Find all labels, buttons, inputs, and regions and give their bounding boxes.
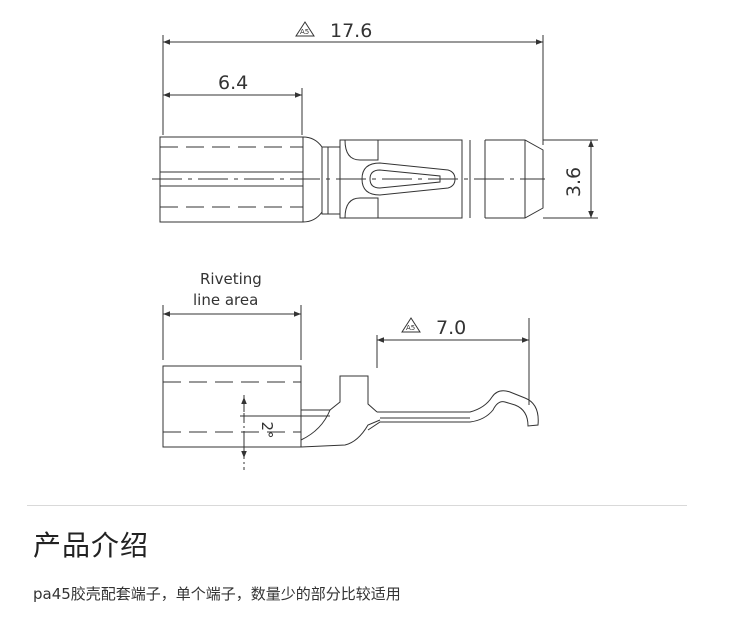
contact-arm [367, 390, 539, 431]
diameter-label: 3.6 [563, 167, 585, 197]
riveting-length-label: 6.4 [218, 72, 248, 94]
product-description: pa45胶壳配套端子，单个端子，数量少的部分比较适用 [33, 585, 401, 603]
top-view [152, 21, 598, 223]
riveting-label-line2: line area [193, 291, 258, 309]
revision-triangle-icon [401, 317, 421, 333]
section-divider [27, 505, 687, 506]
revision-mark-side: A5 [406, 324, 415, 332]
revision-mark-top: A5 [300, 28, 309, 36]
revision-triangle-icon [295, 21, 315, 37]
contact-tip [485, 139, 544, 219]
riveting-label-line1: Riveting [200, 270, 262, 288]
barrel-side-outline [162, 365, 302, 448]
overall-length-label: 17.6 [330, 20, 372, 42]
side-view [162, 305, 539, 470]
locking-slot [361, 162, 456, 196]
section-title: 产品介绍 [33, 529, 150, 562]
technical-drawing: A5 17.6 6.4 3.6 Riveting line area A5 7.… [152, 20, 598, 470]
angle-label: 2° [258, 421, 276, 438]
tip-length-label: 7.0 [436, 317, 466, 339]
